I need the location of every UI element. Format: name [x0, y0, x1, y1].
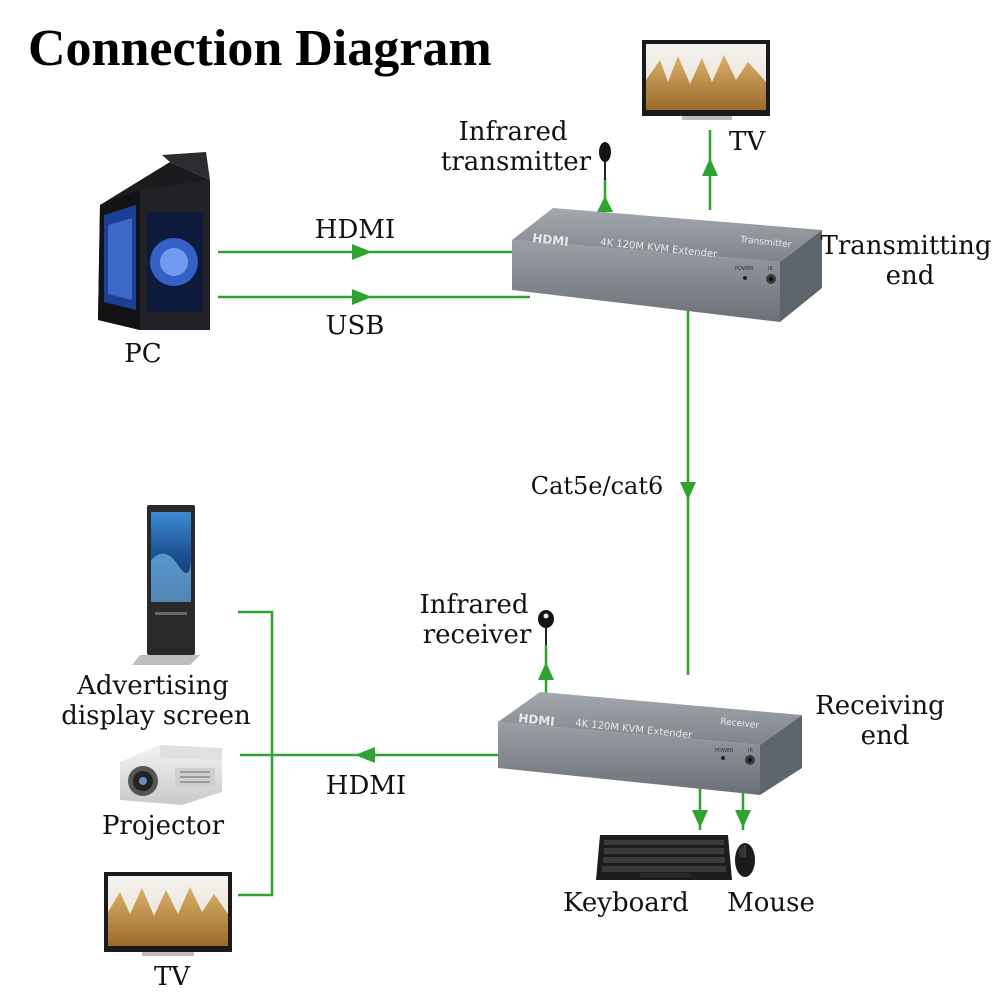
transmitter-power-led: [743, 276, 747, 280]
pc-icon: [98, 152, 210, 330]
label-cable: Cat5e/cat6: [531, 472, 664, 500]
arrow-pc-usb: [352, 289, 372, 305]
keyboard-icon: [596, 835, 732, 880]
arrow-ir-transmitter: [597, 196, 613, 212]
page-title: Connection Diagram: [28, 20, 492, 77]
infrared-transmitter-icon: [599, 142, 611, 180]
label-infrared-receiver-1: Infrared: [419, 590, 528, 620]
receiver-role: Receiver: [720, 717, 760, 731]
label-receiving-2: end: [861, 721, 910, 751]
tv-bottom-icon: [104, 872, 232, 956]
label-infrared-transmitter-1: Infrared: [458, 117, 567, 147]
tv-top-icon: [642, 40, 770, 120]
wire-bracket: [238, 610, 274, 897]
arrow-pc-hdmi: [352, 244, 372, 260]
receiver-power-label: POWER: [715, 748, 734, 754]
label-pc: PC: [124, 339, 161, 369]
label-receiving-1: Receiving: [815, 691, 945, 721]
transmitter-device: HDMI 4K 120M KVM Extender Transmitter PO…: [512, 208, 822, 322]
receiver-power-led: [721, 756, 725, 760]
wires: [218, 130, 751, 897]
arrow-cat: [680, 482, 696, 500]
receiver-logo: HDMI: [518, 711, 556, 729]
label-transmitting-2: end: [886, 261, 935, 291]
projector-icon: [120, 745, 222, 805]
arrow-keyboard: [692, 810, 708, 828]
label-mouse: Mouse: [727, 888, 815, 918]
label-advertising-2: display screen: [61, 701, 251, 731]
arrow-tv-top: [702, 158, 718, 176]
infrared-receiver-icon: [538, 610, 554, 645]
transmitter-ir-label: IR: [768, 266, 773, 272]
label-infrared-transmitter-2: transmitter: [441, 147, 592, 177]
arrow-ir-receiver: [538, 662, 554, 680]
label-transmitting-1: Transmitting: [821, 231, 992, 261]
label-tv-top: TV: [729, 127, 766, 157]
label-advertising-1: Advertising: [76, 671, 229, 701]
label-hdmi-bottom: HDMI: [326, 771, 406, 801]
arrow-hdmi-out: [355, 747, 375, 763]
label-projector: Projector: [102, 811, 225, 841]
label-keyboard: Keyboard: [563, 888, 689, 918]
mouse-icon: [735, 843, 755, 877]
arrow-mouse: [735, 810, 751, 828]
label-hdmi-top: HDMI: [315, 215, 395, 245]
receiver-ir-label: IR: [748, 748, 753, 754]
transmitter-power-label: POWER: [735, 266, 754, 272]
label-usb: USB: [326, 311, 385, 341]
label-tv-bottom: TV: [154, 962, 191, 992]
advertising-display-icon: [132, 505, 200, 665]
receiver-device: HDMI 4K 120M KVM Extender Receiver POWER…: [498, 692, 802, 795]
transmitter-logo: HDMI: [532, 231, 570, 249]
label-infrared-receiver-2: receiver: [423, 620, 532, 650]
